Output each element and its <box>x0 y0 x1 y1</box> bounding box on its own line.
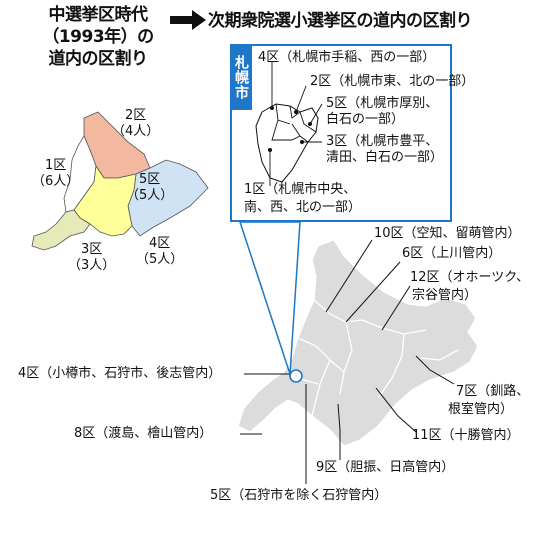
new-label-8: 8区（渡島、檜山管内） <box>74 426 213 441</box>
new-label-12a: 12区（オホーツク、 <box>410 270 530 285</box>
old-title-line-2: （1993年）の <box>42 27 154 47</box>
leader-d6 <box>345 261 401 323</box>
inset-label-5a: 5区（札幌市厚別、 <box>326 96 439 111</box>
new-label-6: 6区（上川管内） <box>402 246 502 261</box>
old-district-4-area <box>73 164 137 237</box>
old-label-4: 4区 （5人） <box>136 236 184 267</box>
leader-d9 <box>337 403 341 460</box>
inset-label-1b: 南、西、北の一部） <box>244 200 362 215</box>
arrow-right-icon <box>170 10 206 30</box>
inset-leader-5 <box>309 103 323 125</box>
inset-callout <box>238 221 301 375</box>
leader-d12 <box>381 285 411 331</box>
old-label-1: 1区 （6人） <box>32 158 80 189</box>
old-district-3-area <box>31 209 91 251</box>
leader-d11 <box>375 387 417 433</box>
old-title-line-1: 中選挙区時代 <box>48 5 149 25</box>
new-label-12b: 宗谷管内） <box>412 288 478 303</box>
new-map-title: 次期衆院選小選挙区の道内の区割り <box>208 11 473 31</box>
new-label-4: 4区（小樽市、石狩市、後志管内） <box>18 366 222 381</box>
inset-label-5b: 白石の一部） <box>326 112 405 127</box>
inset-label-1a: 1区（札幌市中央、 <box>244 182 357 197</box>
leader-d7 <box>415 355 455 385</box>
sapporo-marker <box>289 369 303 383</box>
old-map-title: 中選挙区時代 （1993年）の 道内の区割り <box>28 4 168 70</box>
sapporo-inset-tag: 札幌市 <box>230 44 252 110</box>
new-label-9: 9区（胆振、日高管内） <box>316 460 455 475</box>
inset-label-3b: 清田、白石の一部） <box>326 150 444 165</box>
inset-label-4: 4区（札幌市手稲、西の一部） <box>258 50 436 65</box>
new-label-7a: 7区（釧路、 <box>456 384 530 399</box>
sapporo-city-shape <box>255 103 319 183</box>
leader-lines <box>240 239 455 484</box>
new-label-7b: 根室管内） <box>448 402 514 417</box>
inset-leader-2 <box>295 85 307 113</box>
leader-d10 <box>325 239 373 313</box>
old-title-line-3: 道内の区割り <box>48 49 149 69</box>
old-label-5: 5区 （5人） <box>126 172 174 203</box>
new-label-10: 10区（空知、留萌管内） <box>374 226 521 241</box>
inset-label-3a: 3区（札幌市豊平、 <box>326 134 439 149</box>
new-label-11: 11区（十勝管内） <box>412 428 520 443</box>
new-label-5: 5区（石狩市を除く石狩管内） <box>210 488 388 503</box>
old-district-map <box>31 111 209 251</box>
old-label-3: 3区 （3人） <box>68 242 116 273</box>
new-district-borders <box>287 299 459 417</box>
inset-label-2: 2区（札幌市東、北の一部） <box>310 74 475 89</box>
old-label-2: 2区 （4人） <box>112 108 160 139</box>
